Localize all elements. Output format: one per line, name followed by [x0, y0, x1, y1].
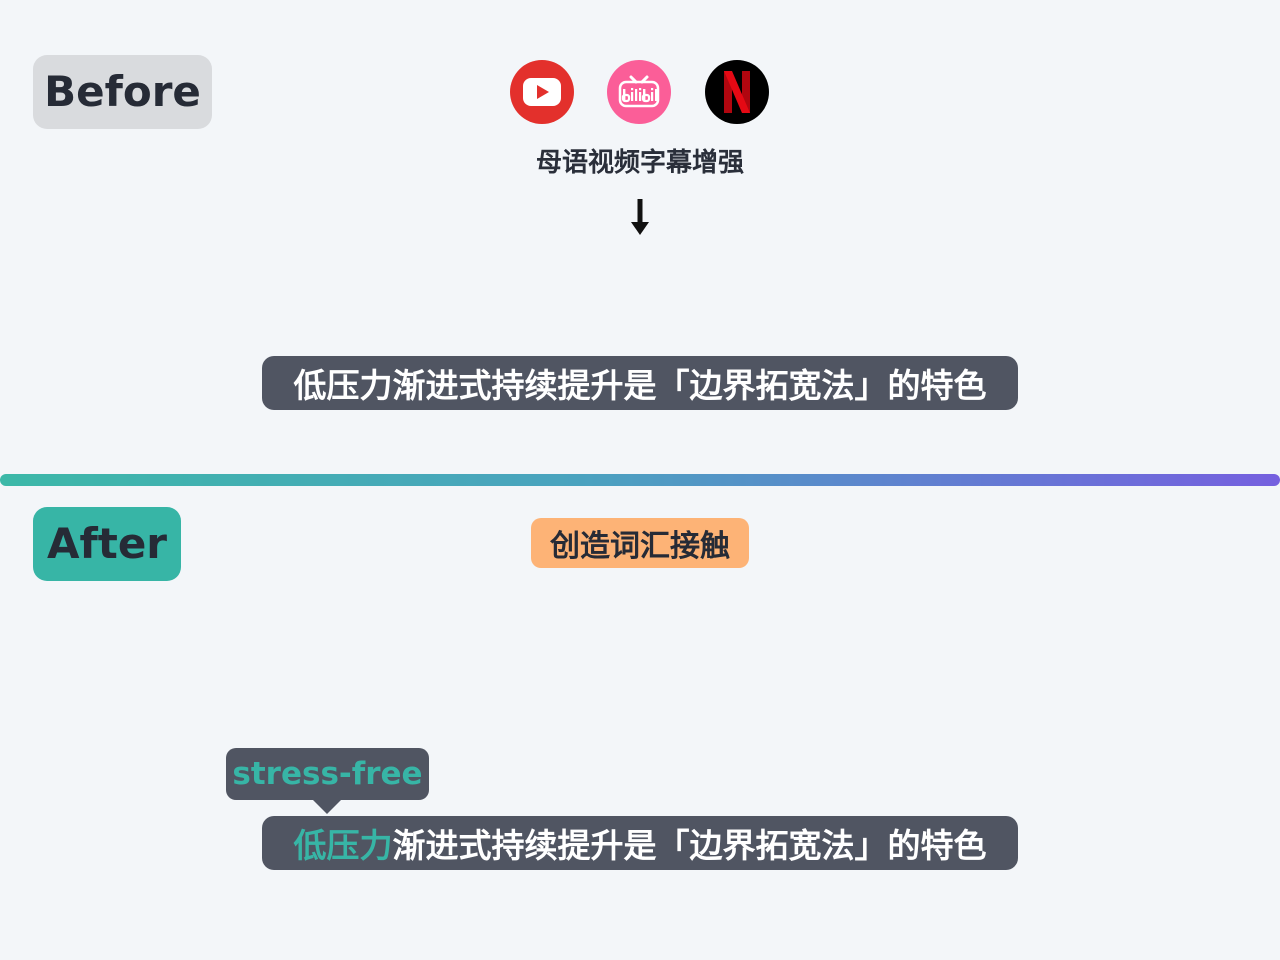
arrow-down-icon [631, 199, 649, 235]
subtitle-bar-after: 低压力渐进式持续提升是「边界拓宽法」的特色 [262, 816, 1018, 870]
vocabulary-exposure-badge: 创造词汇接触 [531, 518, 749, 568]
subtitle-text: 渐进式持续提升是「边界拓宽法」的特色 [392, 826, 987, 865]
subtitle-enhancement-caption: 母语视频字幕增强 [535, 148, 744, 178]
platform-icons [510, 60, 770, 124]
bilibili-icon [607, 60, 671, 124]
tooltip-pointer [312, 799, 342, 814]
subtitle-text: 低压力渐进式持续提升是「边界拓宽法」的特色 [293, 366, 987, 405]
subtitle-bar-before: 低压力渐进式持续提升是「边界拓宽法」的特色 [262, 356, 1018, 410]
netflix-icon [705, 60, 769, 124]
before-label: Before [33, 55, 212, 129]
highlighted-word[interactable]: 低压力 [293, 826, 393, 865]
youtube-icon [510, 60, 574, 124]
section-divider [0, 474, 1280, 486]
translation-tooltip: stress-free [226, 748, 429, 800]
after-label: After [33, 507, 181, 581]
